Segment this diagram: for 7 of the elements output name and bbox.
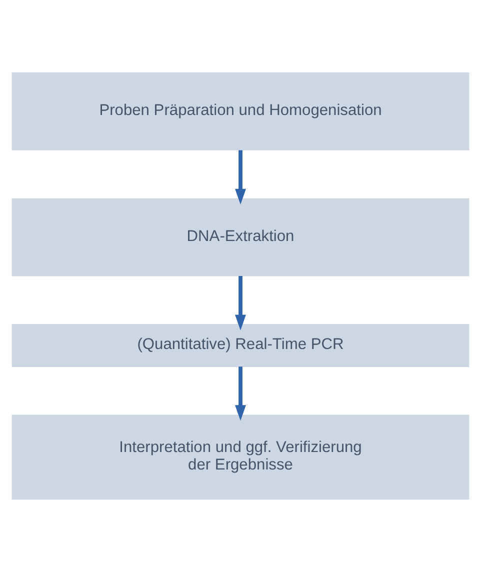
node-box: Interpretation und ggf. Verifizierung der Ergebnisse [12, 414, 470, 500]
arrow [235, 276, 246, 330]
arrow [235, 366, 246, 421]
node-box: (Quantitative) Real-Time PCR [12, 324, 470, 367]
node-box: Proben Präparation und Homogenisation [12, 72, 470, 150]
node-box: DNA-Extraktion [12, 198, 470, 276]
arrow [235, 150, 246, 205]
